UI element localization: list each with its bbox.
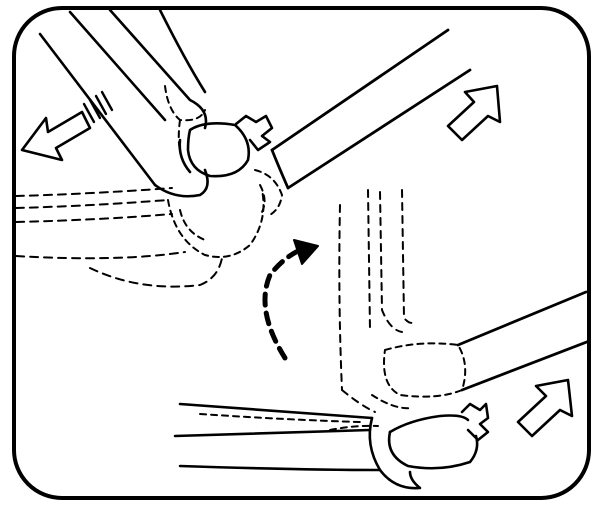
diagram-canvas — [0, 0, 601, 507]
elbow-injury-diagram — [0, 0, 601, 507]
